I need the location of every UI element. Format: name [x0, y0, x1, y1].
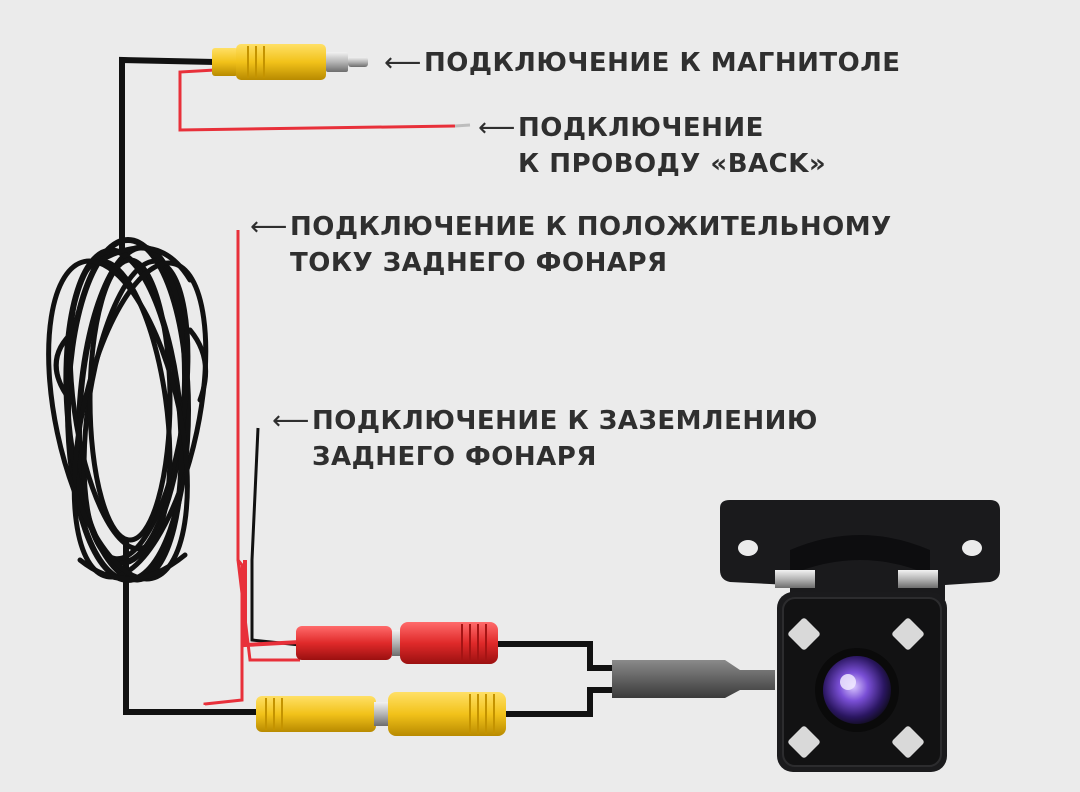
arrow-left-icon: ⟵	[478, 113, 516, 143]
label-tail-light-ground-line-1: ПОДКЛЮЧЕНИЕ К ЗАЗЕМЛЕНИЮ	[312, 406, 818, 436]
positive-wire	[203, 230, 244, 706]
yellow-rca-connector	[256, 692, 506, 736]
cable-coil-icon	[46, 237, 209, 583]
back-wire	[178, 68, 456, 132]
label-tail-light-positive-line-1: ПОДКЛЮЧЕНИЕ К ПОЛОЖИТЕЛЬНОМУ	[290, 212, 892, 242]
label-head-unit: ПОДКЛЮЧЕНИЕ К МАГНИТОЛЕ	[424, 45, 901, 81]
arrow-left-icon: ⟵	[272, 406, 310, 436]
label-back-wire-line-2: К ПРОВОДУ «BACK»	[518, 149, 827, 179]
positive-wire-lower	[236, 559, 300, 662]
cable-splitter	[612, 660, 775, 698]
arrow-left-icon: ⟵	[250, 212, 288, 242]
label-back-wire-line-1: ПОДКЛЮЧЕНИЕ	[518, 113, 764, 143]
ground-wire	[250, 427, 301, 647]
label-tail-light-ground-line-2: ЗАДНЕГО ФОНАРЯ	[312, 442, 597, 472]
back-wire-tip	[454, 123, 471, 128]
label-tail-light-positive-line-2: ТОКУ ЗАДНЕГО ФОНАРЯ	[290, 248, 668, 278]
rca-plug-icon	[212, 44, 368, 80]
main-cable	[119, 56, 263, 715]
power-lead	[243, 560, 301, 648]
red-rca-connector	[296, 622, 498, 664]
arrow-left-icon: ⟵	[384, 48, 422, 78]
label-tail-light-positive: ПОДКЛЮЧЕНИЕ К ПОЛОЖИТЕЛЬНОМУ ТОКУ ЗАДНЕГ…	[290, 209, 892, 281]
label-back-wire: ПОДКЛЮЧЕНИЕ К ПРОВОДУ «BACK»	[518, 110, 826, 182]
label-head-unit-text: ПОДКЛЮЧЕНИЕ К МАГНИТОЛЕ	[424, 48, 901, 78]
rear-view-camera-icon	[720, 500, 1000, 772]
label-tail-light-ground: ПОДКЛЮЧЕНИЕ К ЗАЗЕМЛЕНИЮ ЗАДНЕГО ФОНАРЯ	[312, 403, 818, 475]
